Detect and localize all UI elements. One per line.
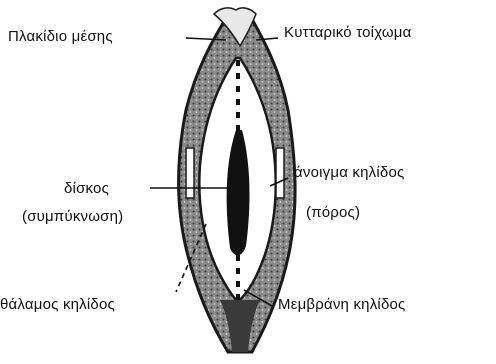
label-pit-membrane: Μεμβράνη κηλίδος <box>278 296 405 314</box>
label-pit-chamber: θάλαμος κηλίδος <box>0 296 115 314</box>
pit-aperture-right <box>276 148 284 198</box>
label-middle-lamella: Πλακίδιο μέσης <box>8 28 113 46</box>
label-torus-note: (συμπύκνωση) <box>22 208 123 226</box>
label-pit-aperture: άνοιγμα κηλίδος <box>294 164 404 182</box>
pit-aperture-left <box>186 148 194 198</box>
label-torus: δίσκος <box>64 180 109 198</box>
label-pit-aperture-note: (πόρος) <box>306 204 360 222</box>
label-cell-wall: Κυτταρικό τοίχωμα <box>284 24 412 42</box>
